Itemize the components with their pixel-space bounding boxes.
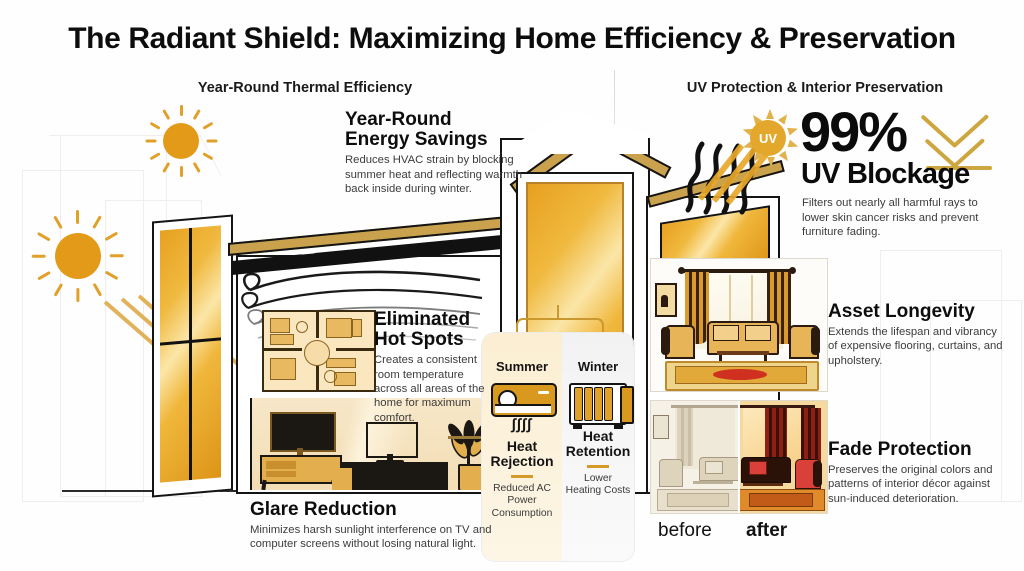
bracket-stem bbox=[557, 305, 560, 319]
section-heading-right: UV Protection & Interior Preservation bbox=[686, 80, 944, 96]
winter-panel: Winter Heat Retention Lower Heating Cost… bbox=[562, 333, 634, 561]
winter-subtext: Lower Heating Costs bbox=[565, 472, 631, 497]
sun-icon-upper bbox=[145, 105, 217, 177]
season-comparison-card: Summer ∫∫∫∫ Heat Rejection Reduced AC Po… bbox=[482, 333, 634, 561]
energy-savings-title-line1: Year-Round bbox=[345, 109, 452, 130]
summer-panel: Summer ∫∫∫∫ Heat Rejection Reduced AC Po… bbox=[482, 333, 562, 561]
window-mullion-vertical bbox=[189, 227, 192, 481]
hot-spots-block: Eliminated Hot Spots Creates a consisten… bbox=[374, 309, 492, 425]
before-after-seam bbox=[738, 401, 741, 513]
deflection-chevrons bbox=[920, 110, 1002, 172]
summer-headline-line1: Heat bbox=[506, 438, 538, 454]
uv-badge-label: UV bbox=[750, 120, 786, 156]
tv-stand bbox=[260, 455, 342, 484]
heat-wave-glyphs: ∫∫∫∫ bbox=[511, 416, 533, 433]
hot-spots-title-line2: Hot Spots bbox=[374, 329, 464, 351]
uv-sun-badge: UV bbox=[740, 109, 800, 167]
potted-plant-icon bbox=[458, 464, 484, 490]
background-building-outline bbox=[930, 300, 1022, 502]
hot-spots-title: Eliminated Hot Spots bbox=[374, 309, 492, 351]
fade-protection-title: Fade Protection bbox=[828, 439, 972, 460]
before-half bbox=[651, 401, 747, 513]
summer-headline: Heat Rejection bbox=[490, 439, 553, 468]
glare-reduction-body: Minimizes harsh sunlight interference on… bbox=[250, 524, 492, 551]
winter-season-label: Winter bbox=[577, 359, 619, 374]
glare-reduction-block: Glare Reduction Minimizes harsh sunlight… bbox=[250, 499, 502, 552]
energy-savings-block: Year-Round Energy Savings Reduces HVAC s… bbox=[345, 109, 545, 196]
label-after: after bbox=[746, 520, 788, 541]
floor-plan-diagram bbox=[262, 310, 376, 392]
fade-protection-block: Fade Protection Preserves the original c… bbox=[828, 439, 1004, 506]
computer-monitor-icon bbox=[366, 422, 418, 458]
bracket-connector bbox=[516, 318, 604, 337]
asset-longevity-title: Asset Longevity bbox=[828, 301, 975, 322]
winter-headline: Heat Retention bbox=[566, 429, 631, 458]
summer-subtext: Reduced AC Power Consumption bbox=[491, 482, 553, 519]
asset-longevity-block: Asset Longevity Extends the lifespan and… bbox=[828, 301, 1004, 368]
floor-plan-center-fan bbox=[304, 340, 330, 366]
energy-savings-title: Year-Round Energy Savings bbox=[345, 109, 545, 151]
sofa bbox=[340, 462, 448, 490]
page-title: The Radiant Shield: Maximizing Home Effi… bbox=[68, 22, 956, 55]
hot-spots-body: Creates a consistent room temperature ac… bbox=[374, 354, 485, 424]
summer-headline-line2: Rejection bbox=[490, 452, 554, 469]
asset-longevity-body: Extends the lifespan and vibrancy of exp… bbox=[828, 326, 1003, 367]
living-room-illustration bbox=[650, 258, 828, 392]
energy-savings-title-line2: Energy Savings bbox=[345, 129, 488, 151]
summer-season-label: Summer bbox=[495, 359, 549, 374]
uv-blockage-title: UV Blockage bbox=[801, 158, 970, 190]
energy-savings-body: Reduces HVAC strain by blocking summer h… bbox=[345, 154, 523, 195]
hot-spots-title-line1: Eliminated bbox=[374, 309, 471, 330]
glare-reduction-title: Glare Reduction bbox=[250, 499, 397, 520]
air-conditioner-icon bbox=[491, 383, 557, 417]
radiator-icon bbox=[567, 383, 634, 429]
winter-headline-line2: Retention bbox=[565, 442, 631, 459]
before-after-illustration bbox=[650, 400, 828, 514]
media-room-illustration bbox=[250, 398, 495, 490]
section-heading-left: Year-Round Thermal Efficiency bbox=[197, 80, 413, 96]
sun-icon-lower bbox=[31, 210, 124, 302]
winter-divider-rule bbox=[587, 465, 609, 468]
summer-divider-rule bbox=[511, 475, 533, 478]
television-icon bbox=[270, 412, 336, 452]
uv-blockage-body: Filters out nearly all harmful rays to l… bbox=[802, 197, 979, 239]
fade-protection-body: Preserves the original colors and patter… bbox=[828, 464, 993, 505]
after-half bbox=[739, 401, 827, 513]
uv-percent-value: 99% bbox=[800, 100, 908, 163]
winter-headline-line1: Heat bbox=[582, 428, 614, 444]
label-before: before bbox=[658, 520, 712, 541]
